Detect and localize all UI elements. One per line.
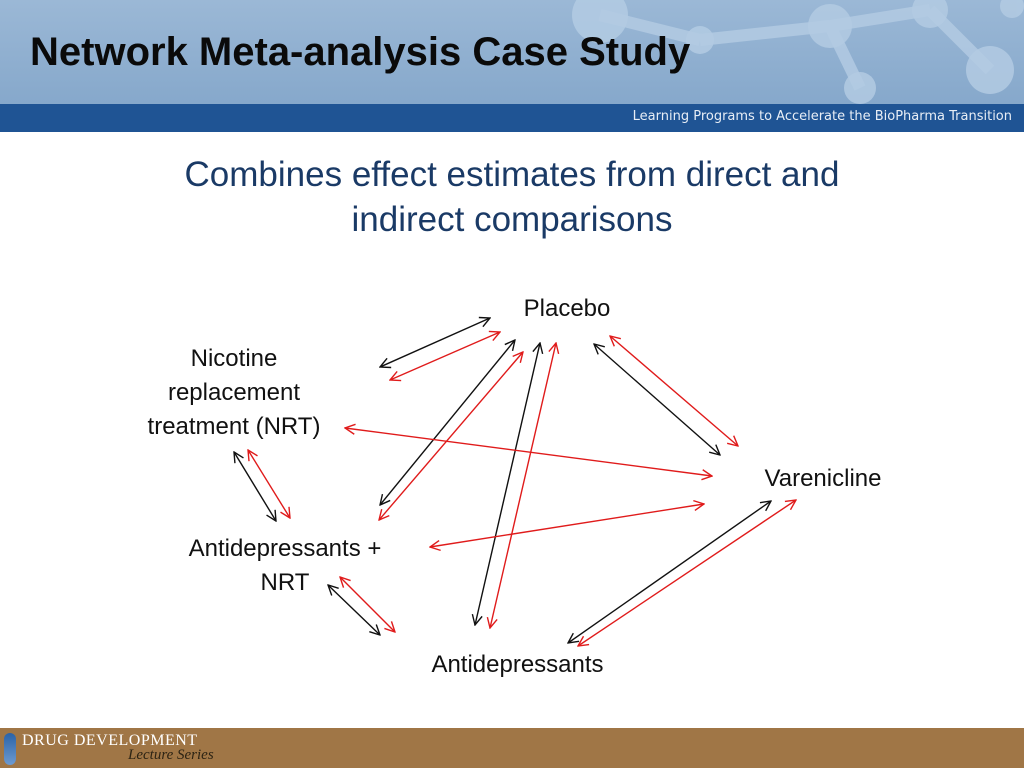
drug-development-logo: DRUG DEVELOPMENT Lecture Series [2,730,214,766]
node-label-text: replacement [167,379,301,406]
nrt-varenicline-arrow [345,428,712,476]
node-label-text: Nicotine [190,345,278,372]
node-placebo: Placebo [507,292,627,326]
placebo-varenicline-arrow [594,344,720,455]
antidepressants-varenicline-arrow [578,500,796,646]
node-label-text: Antidepressants [431,651,604,678]
logo-subtext: Lecture Series [128,747,214,763]
node-label-text: Placebo [523,295,611,322]
subtitle-line: indirect comparisons [351,200,673,239]
logo-emblem-icon [4,733,16,765]
logo-text: DRUG DEVELOPMENT [22,732,198,749]
footer-bar: DRUG DEVELOPMENT Lecture Series [0,728,1024,768]
node-label-text: Varenicline [764,465,882,492]
header-banner: Network Meta-analysis Case Study [0,0,1024,104]
tagline-text: Learning Programs to Accelerate the BioP… [632,109,1012,124]
placebo-varenicline-arrow [610,336,738,446]
antidepressants-placebo-arrow [475,343,540,625]
node-varenicline: Varenicline [748,462,898,496]
adnrt-antidepressants-arrow [340,577,395,632]
antidepressants-varenicline-arrow [568,501,771,643]
node-antidepressants: Antidepressants [405,648,630,682]
adnrt-placebo-arrow [380,340,515,505]
molecule-decoration [572,0,1024,104]
tagline-band: Learning Programs to Accelerate the BioP… [0,104,1024,132]
slide-subtitle: Combines effect estimates from direct an… [62,152,962,242]
node-nrt: Nicotine replacement treatment (NRT) [124,342,344,444]
node-label-text: Antidepressants + [188,535,382,562]
slide-title: Network Meta-analysis Case Study [30,30,691,74]
nrt-adnrt-arrow [248,450,290,518]
node-label-text: NRT [260,569,310,596]
node-label-text: treatment (NRT) [147,413,321,440]
adnrt-placebo-arrow [379,352,523,520]
adnrt-varenicline-arrow [430,504,704,547]
nrt-placebo-arrow [390,332,500,380]
antidepressants-placebo-arrow [490,343,556,628]
subtitle-line: Combines effect estimates from direct an… [184,155,840,194]
node-antidepressants-nrt: Antidepressants + NRT [160,532,410,600]
